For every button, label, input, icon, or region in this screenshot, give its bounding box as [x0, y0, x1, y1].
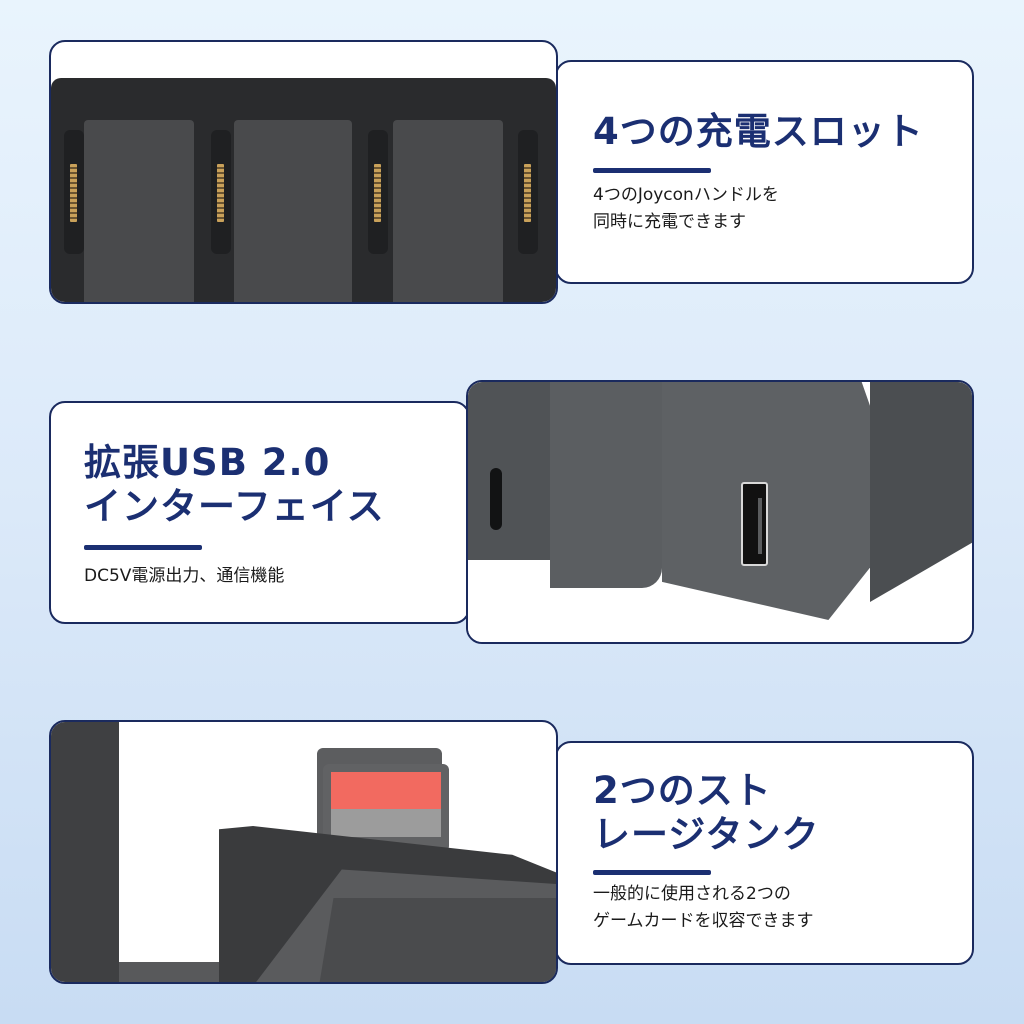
usb-port-icon — [741, 482, 768, 566]
feature-3-text-card: 2つのスト レージタンク 一般的に使用される2つの ゲームカードを収容できます — [555, 741, 974, 965]
feature-3-title: 2つのスト レージタンク — [593, 769, 820, 856]
housing-left — [468, 382, 550, 560]
feature-2-title: 拡張USB 2.0 インターフェイス — [84, 441, 385, 528]
usb-hub-render — [468, 382, 972, 642]
feature-3-description: 一般的に使用される2つの ゲームカードを収容できます — [593, 884, 814, 931]
feature-1-description: 4つのJoyconハンドルを 同時に充電できます — [593, 185, 779, 232]
feature-1-image — [49, 40, 558, 304]
title-underline — [593, 168, 711, 173]
slot-1 — [84, 120, 194, 302]
pins-icon — [374, 164, 381, 222]
usb-tongue — [758, 498, 762, 554]
pins-icon — [70, 164, 77, 222]
connector-rail-3 — [368, 130, 388, 254]
feature-2-text-card: 拡張USB 2.0 インターフェイス DC5V電源出力、通信機能 — [49, 401, 470, 624]
dock-side-wall — [51, 722, 119, 982]
pins-icon — [217, 164, 224, 222]
slot-3 — [393, 120, 503, 302]
slot-2 — [234, 120, 352, 302]
housing-mid — [550, 382, 662, 588]
dock-front-face — [319, 898, 556, 982]
card-label-gray — [331, 809, 441, 837]
pins-icon — [524, 164, 531, 222]
connector-rail-4 — [518, 130, 538, 254]
title-underline — [84, 545, 202, 550]
title-underline — [593, 870, 711, 875]
housing-right — [870, 382, 972, 602]
feature-1-title: 4つの充電スロット — [593, 110, 924, 153]
vent-slot — [490, 468, 502, 530]
card-label-red — [331, 772, 441, 809]
charging-dock — [51, 78, 556, 302]
feature-3-image — [49, 720, 558, 984]
connector-rail-1 — [64, 130, 84, 254]
feature-2-description: DC5V電源出力、通信機能 — [84, 566, 285, 586]
connector-rail-2 — [211, 130, 231, 254]
feature-2-image — [466, 380, 974, 644]
feature-1-text-card: 4つの充電スロット 4つのJoyconハンドルを 同時に充電できます — [555, 60, 974, 284]
